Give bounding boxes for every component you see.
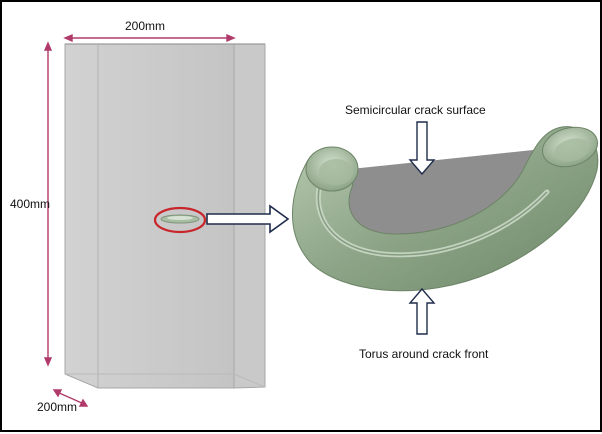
- zoom-arrow: [206, 204, 290, 234]
- dim-label-depth: 200mm: [37, 400, 78, 414]
- dim-label-width: 200mm: [125, 19, 166, 33]
- dim-label-height: 400mm: [10, 197, 51, 211]
- block: [64, 43, 266, 389]
- caption-crack-surface: Semicircular crack surface: [345, 103, 486, 117]
- dimension-lines: [43, 33, 236, 407]
- dim-line-depth: [56, 391, 85, 405]
- crack-highlight-circle: [153, 206, 207, 234]
- arrow-torus: [408, 287, 436, 335]
- crack-surface: [322, 147, 562, 242]
- caption-torus: Torus around crack front: [359, 347, 489, 361]
- crack-model: [292, 126, 599, 292]
- arrow-crack-surface: [408, 121, 436, 176]
